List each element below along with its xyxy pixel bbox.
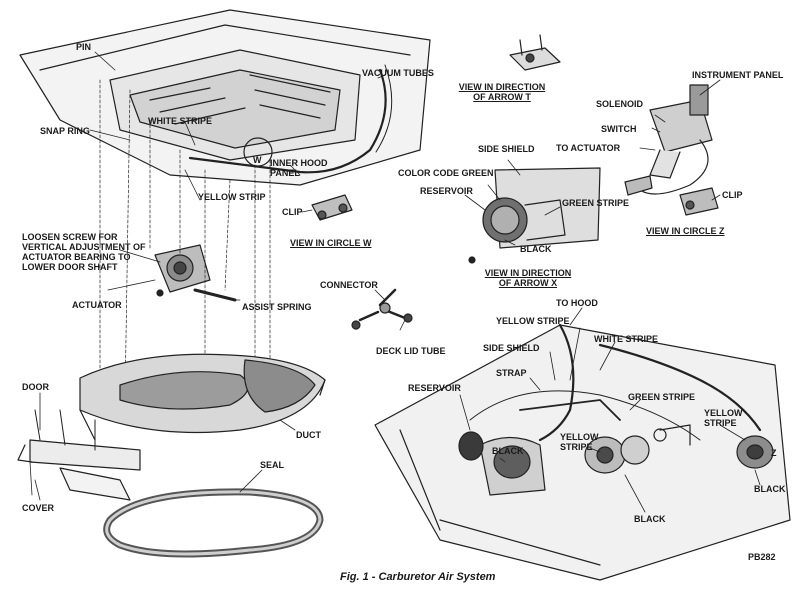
label-w-marker: W [253, 155, 262, 165]
label-assist-spring: ASSIST SPRING [242, 302, 312, 312]
leader-lines [34, 51, 761, 513]
label-seal: SEAL [260, 460, 285, 470]
label-strap: STRAP [496, 368, 527, 378]
label-vacuum-tubes: VACUUM TUBES [362, 68, 434, 78]
label-to-actuator: TO ACTUATOR [556, 143, 621, 153]
hood-underside-drawing [19, 9, 431, 186]
label-black-right: BLACK [754, 484, 786, 494]
seal-drawing [103, 488, 324, 558]
label-yellow-stripe-mid: YELLOW STRIPE [496, 316, 570, 326]
label-clip-w: CLIP [282, 207, 303, 217]
label-inner-hood-panel: INNER HOOD PANEL [270, 158, 328, 178]
label-instrument-panel: INSTRUMENT PANEL [692, 70, 784, 80]
arrow-t-view-drawing [509, 34, 561, 71]
label-cover: COVER [22, 503, 55, 513]
label-green-stripe-top: GREEN STRIPE [562, 198, 630, 208]
label-view-circle-w: VIEW IN CIRCLE W [290, 238, 372, 248]
label-snap-ring: SNAP RING [40, 126, 90, 136]
connector-drawing [351, 288, 413, 330]
label-black-center: BLACK [634, 514, 666, 524]
label-actuator: ACTUATOR [72, 300, 122, 310]
label-door: DOOR [22, 382, 49, 392]
label-z-marker: Z [771, 448, 777, 458]
label-side-shield-top: SIDE SHIELD [478, 144, 535, 154]
engine-compartment-drawing [374, 323, 791, 581]
label-view-arrow-t: VIEW IN DIRECTION OF ARROW T [458, 82, 546, 102]
label-side-shield-bottom: SIDE SHIELD [483, 343, 540, 353]
label-green-stripe-bottom: GREEN STRIPE [628, 392, 696, 402]
label-reservoir-top: RESERVOIR [420, 186, 473, 196]
label-view-arrow-x: VIEW IN DIRECTION OF ARROW X [484, 268, 572, 288]
label-view-circle-z: VIEW IN CIRCLE Z [646, 226, 725, 236]
duct-drawing [79, 353, 326, 441]
label-duct: DUCT [296, 430, 321, 440]
door-cover-drawing [17, 409, 141, 501]
label-color-code-green: COLOR CODE GREEN [398, 168, 494, 178]
label-white-stripe-right: WHITE STRIPE [594, 334, 659, 344]
figure-code: PB282 [748, 552, 776, 562]
label-switch: SWITCH [601, 124, 637, 134]
label-black-left: BLACK [492, 446, 524, 456]
label-deck-lid-tube: DECK LID TUBE [376, 346, 446, 356]
label-white-stripe-top: WHITE STRIPE [148, 116, 213, 126]
label-yellow-stripe-right: YELLOW STRIPE [704, 408, 743, 428]
label-black-top: BLACK [520, 244, 552, 254]
label-pin: PIN [76, 42, 92, 52]
clip-w-drawing [311, 194, 353, 221]
label-yellow-stripe-center: YELLOW STRIPE [560, 432, 599, 452]
label-solenoid: SOLENOID [596, 99, 644, 109]
figure-caption: Fig. 1 - Carburetor Air System [340, 571, 496, 583]
label-clip-z: CLIP [722, 190, 743, 200]
actuator-drawing [154, 244, 237, 302]
label-to-hood: TO HOOD [556, 298, 598, 308]
label-reservoir-bottom: RESERVOIR [408, 383, 461, 393]
reservoir-side-shield-drawing [468, 167, 601, 264]
clip-z-drawing [679, 187, 719, 216]
label-yellow-strip: YELLOW STRIP [198, 192, 266, 202]
label-loosen-screw: LOOSEN SCREW FOR VERTICAL ADJUSTMENT OF … [22, 232, 146, 272]
label-connector: CONNECTOR [320, 280, 378, 290]
